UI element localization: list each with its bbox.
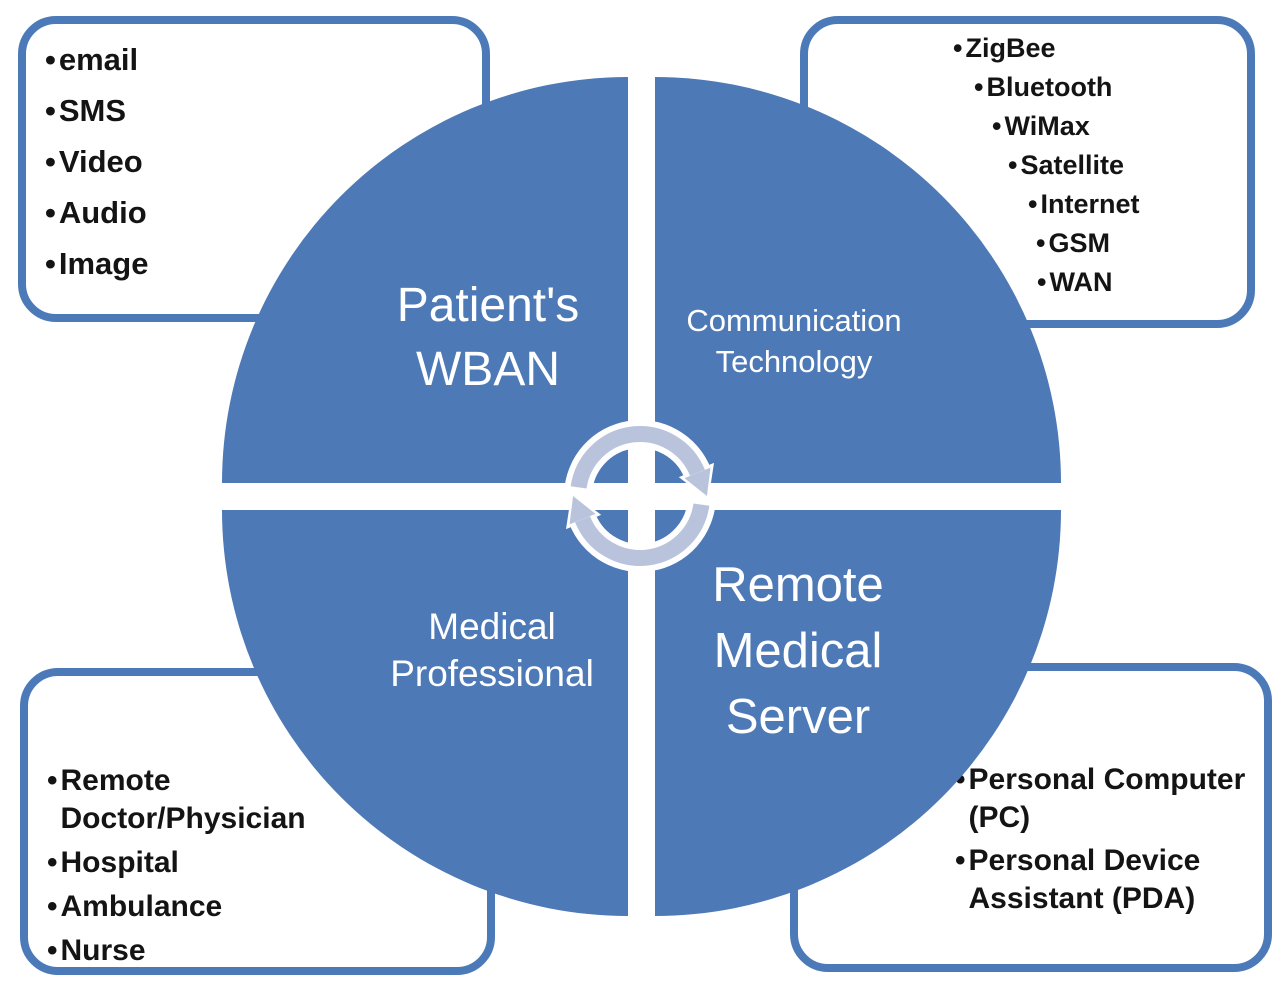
- list-item: •GSM: [1036, 224, 1247, 263]
- bullet-icon: •: [47, 846, 58, 879]
- list-item-label: Internet: [1040, 189, 1140, 219]
- list-item: •Bluetooth: [974, 68, 1247, 107]
- label-remote-medical-server: Remote Medical Server: [712, 552, 884, 750]
- bullet-icon: •: [1037, 267, 1047, 297]
- bullet-icon: •: [45, 246, 56, 281]
- list-item: •Satellite: [1008, 146, 1247, 185]
- bullet-icon: •: [955, 844, 966, 877]
- list-item-label: Ambulance: [60, 890, 223, 923]
- bullet-list: •Personal Computer (PC) •Personal Device…: [798, 671, 1264, 918]
- label-communication-technology: Communication Technology: [686, 300, 901, 382]
- list-item-label: Video: [58, 144, 143, 179]
- list-item: •WiMax: [992, 107, 1247, 146]
- list-item-label: Personal Device Assistant (PDA): [968, 844, 1201, 915]
- bullet-icon: •: [1008, 150, 1018, 180]
- bullet-icon: •: [953, 33, 963, 63]
- list-item: •Nurse: [47, 932, 487, 970]
- list-item-label: Image: [58, 246, 149, 281]
- bullet-list: •ZigBee •Bluetooth •WiMax •Satellite •In…: [808, 24, 1247, 302]
- label-line: Patient's: [396, 279, 580, 332]
- list-item-label: Satellite: [1020, 150, 1124, 180]
- bullet-icon: •: [45, 144, 56, 179]
- list-item-label: Nurse: [60, 934, 146, 967]
- list-item: •Hospital: [47, 844, 487, 882]
- bullet-icon: •: [992, 111, 1002, 141]
- list-item: •ZigBee: [953, 29, 1247, 68]
- bullet-icon: •: [45, 93, 56, 128]
- bullet-list: •email •SMS •Video •Audio •Image: [26, 24, 482, 289]
- list-item-label: WiMax: [1004, 111, 1090, 141]
- list-item: •Personal Device Assistant (PDA): [955, 842, 1264, 918]
- list-item: •WAN: [1037, 263, 1247, 302]
- bullet-icon: •: [47, 890, 58, 923]
- list-item: •Audio: [45, 187, 482, 238]
- cycle-arrows-icon: [564, 420, 716, 572]
- list-item-label: Hospital: [60, 846, 179, 879]
- label-medical-professional: Medical Professional: [390, 603, 594, 697]
- label-line: Technology: [715, 344, 873, 379]
- list-item-label: Remote Doctor/Physician: [60, 764, 306, 835]
- bullet-icon: •: [955, 763, 966, 796]
- cycle-arrow-top: [564, 420, 714, 500]
- bullet-icon: •: [47, 934, 58, 967]
- bullet-icon: •: [974, 72, 984, 102]
- label-line: WBAN: [415, 343, 560, 396]
- bullet-icon: •: [47, 764, 58, 797]
- list-item-label: ZigBee: [965, 33, 1056, 63]
- list-item-label: GSM: [1048, 228, 1110, 258]
- bullet-icon: •: [1028, 189, 1038, 219]
- list-item-label: WAN: [1049, 267, 1113, 297]
- list-item-label: Personal Computer (PC): [968, 763, 1246, 834]
- cycle-arrow-bottom: [566, 492, 716, 572]
- list-item: •SMS: [45, 85, 482, 136]
- label-line: Medical: [713, 624, 883, 678]
- label-line: Professional: [390, 653, 594, 694]
- bullet-icon: •: [45, 195, 56, 230]
- list-item: •Personal Computer (PC): [955, 761, 1264, 837]
- label-patients-wban: Patient's WBAN: [397, 274, 580, 402]
- list-item: •Video: [45, 136, 482, 187]
- label-line: Medical: [428, 606, 556, 647]
- list-item: •Image: [45, 238, 482, 289]
- list-item: •Remote Doctor/Physician: [47, 762, 487, 838]
- bullet-icon: •: [45, 42, 56, 77]
- bullet-icon: •: [1036, 228, 1046, 258]
- list-item: •Ambulance: [47, 888, 487, 926]
- bullet-list: •Remote Doctor/Physician •Hospital •Ambu…: [28, 676, 487, 970]
- list-item: •Internet: [1028, 185, 1247, 224]
- list-item-label: Audio: [58, 195, 147, 230]
- list-item-label: email: [58, 42, 139, 77]
- list-item-label: SMS: [58, 93, 127, 128]
- list-item: •email: [45, 34, 482, 85]
- label-line: Remote: [712, 558, 884, 612]
- label-line: Server: [725, 690, 871, 744]
- list-item-label: Bluetooth: [986, 72, 1113, 102]
- label-line: Communication: [686, 303, 902, 338]
